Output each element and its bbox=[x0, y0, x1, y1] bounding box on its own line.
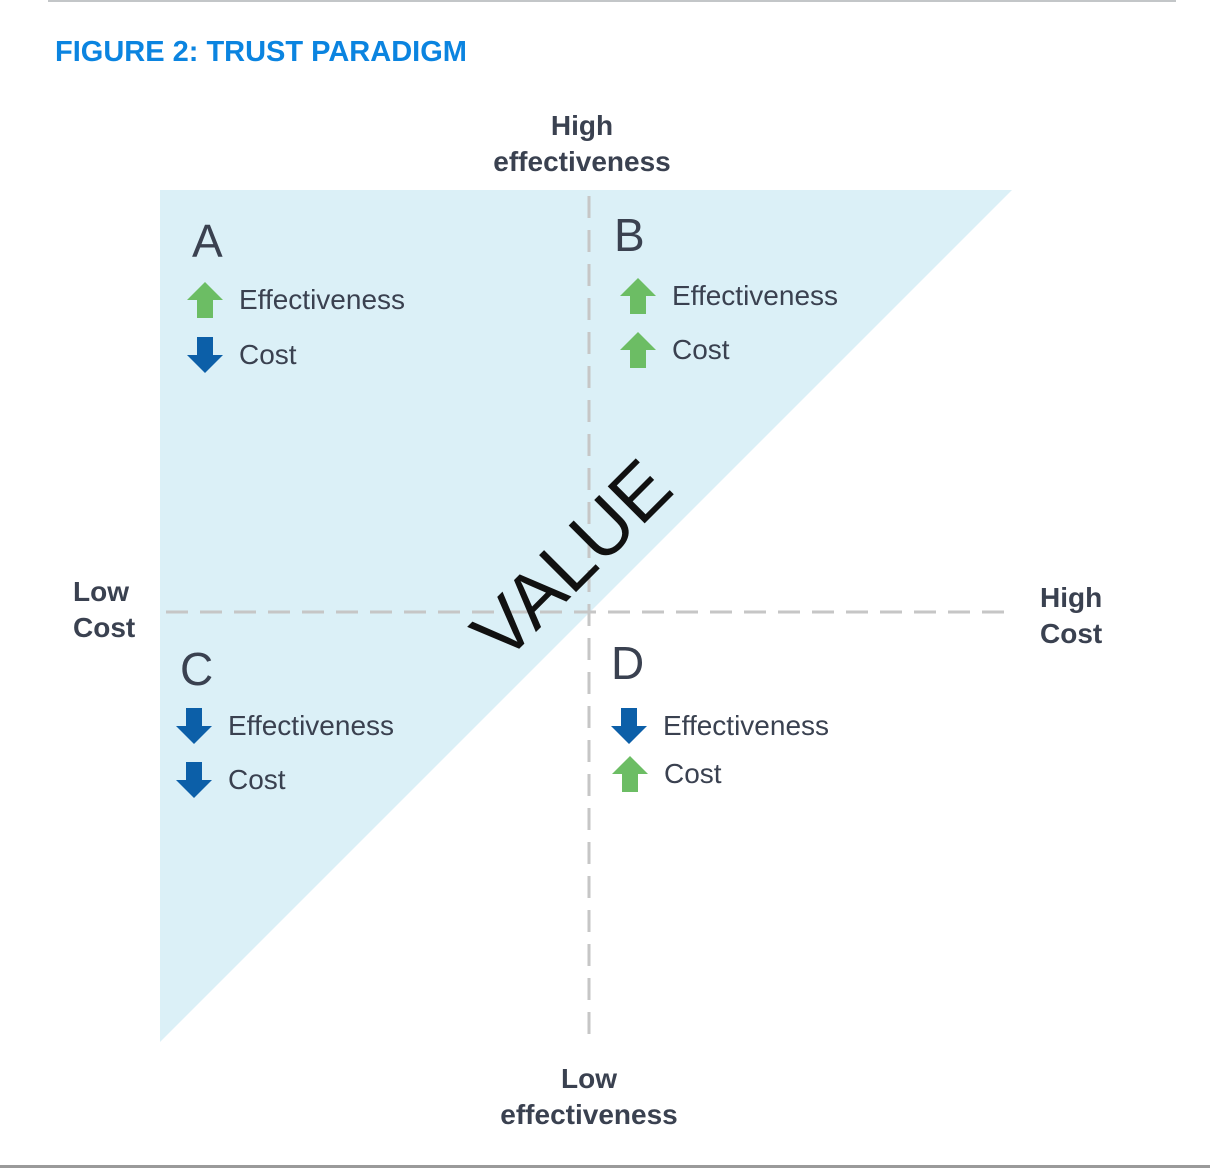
arrow-up-icon bbox=[620, 332, 656, 368]
arrow-up-icon bbox=[620, 278, 656, 314]
axis-bottom-label: Low effectiveness bbox=[479, 1061, 699, 1133]
quadrant-d-letter: D bbox=[611, 637, 645, 689]
arrow-down-icon bbox=[187, 337, 223, 373]
quadrant-b-item: Effectiveness bbox=[620, 278, 838, 314]
value-region bbox=[160, 190, 1012, 1042]
bottom-rule bbox=[0, 1165, 1210, 1168]
quadrant-item-label: Effectiveness bbox=[672, 280, 839, 311]
quadrant-item-label: Cost bbox=[239, 339, 297, 370]
quadrant-a-letter: A bbox=[192, 215, 223, 267]
axis-right-line1: High bbox=[1040, 582, 1103, 613]
arrow-up-icon bbox=[612, 756, 648, 792]
arrow-down-icon bbox=[176, 762, 212, 798]
quadrant-a-item: Cost bbox=[187, 337, 297, 373]
axis-left-line2: Cost bbox=[73, 612, 136, 643]
axis-bottom-line1: Low bbox=[561, 1063, 617, 1094]
arrow-up-icon bbox=[187, 282, 223, 318]
quadrant-item-label: Cost bbox=[228, 764, 286, 795]
arrow-down-icon bbox=[176, 708, 212, 744]
axis-top-line2: effectiveness bbox=[493, 146, 671, 177]
top-rule bbox=[48, 0, 1176, 2]
quadrant-b-item: Cost bbox=[620, 332, 730, 368]
arrow-down-icon bbox=[611, 708, 647, 744]
quadrant-item-label: Cost bbox=[664, 758, 722, 789]
axis-top-label: High effectiveness bbox=[472, 108, 692, 180]
quadrant-d-item: Effectiveness bbox=[611, 708, 829, 744]
axis-right-line2: Cost bbox=[1040, 618, 1103, 649]
quadrant-a-item: Effectiveness bbox=[187, 282, 405, 318]
quadrant-c-letter: C bbox=[180, 643, 214, 695]
quadrant-c-item: Effectiveness bbox=[176, 708, 394, 744]
axis-top-line1: High bbox=[550, 110, 614, 141]
quadrant-c-item: Cost bbox=[176, 762, 286, 798]
figure-title: FIGURE 2: TRUST PARADIGM bbox=[55, 36, 467, 68]
quadrant-item-label: Effectiveness bbox=[228, 710, 395, 741]
quadrant-d-item: Cost bbox=[612, 756, 722, 792]
axis-left-line1: Low bbox=[73, 576, 129, 607]
quadrant-item-label: Effectiveness bbox=[663, 710, 830, 741]
quadrant-item-label: Cost bbox=[672, 334, 730, 365]
axis-right-label: High Cost bbox=[1040, 580, 1102, 652]
quadrant-item-label: Effectiveness bbox=[239, 284, 406, 315]
axis-bottom-line2: effectiveness bbox=[500, 1099, 678, 1130]
quadrant-b-letter: B bbox=[614, 209, 645, 261]
axis-left-label: Low Cost bbox=[73, 574, 135, 646]
